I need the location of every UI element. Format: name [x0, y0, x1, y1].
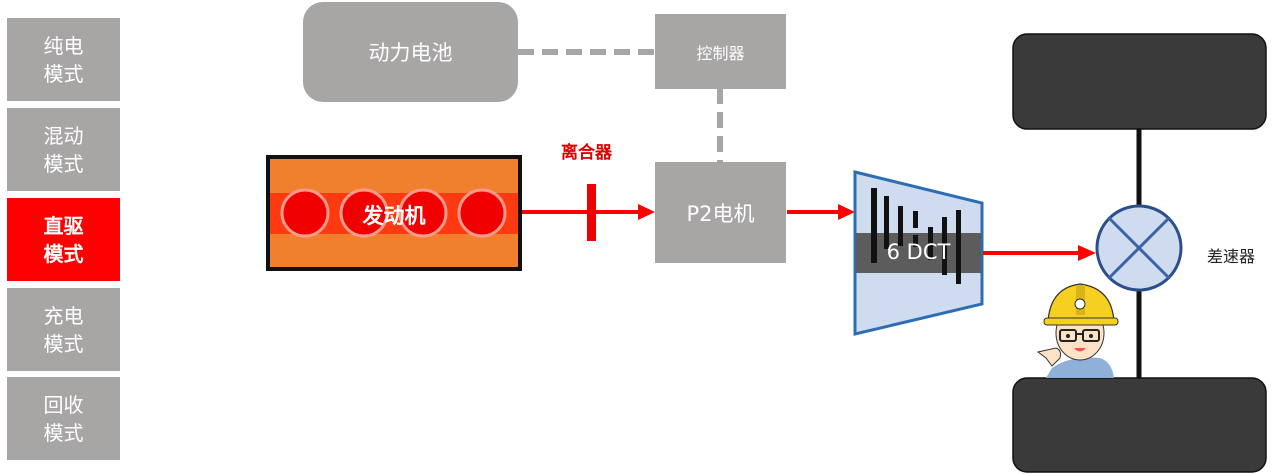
controller-box: 控制器 — [655, 14, 786, 89]
controller-label: 控制器 — [696, 43, 745, 63]
p2-motor-box: P2电机 — [655, 162, 786, 263]
mode-label-line1: 直驱 — [43, 213, 84, 238]
clutch-icon — [587, 184, 596, 241]
transmission-icon — [853, 170, 984, 336]
engineer-mascot-icon — [1036, 283, 1119, 378]
wheel-top-icon — [1012, 33, 1267, 130]
mode-hybrid-button[interactable]: 混动 模式 — [7, 108, 120, 191]
arrowhead-icon — [638, 204, 655, 220]
mode-label-line2: 模式 — [43, 241, 84, 266]
mode-label-line2: 模式 — [43, 331, 84, 356]
battery-label: 动力电池 — [368, 41, 453, 65]
transmission-label: 6 DCT — [886, 240, 951, 264]
mode-charging-button[interactable]: 充电 模式 — [7, 288, 120, 371]
engine-icon — [266, 155, 522, 271]
engine-label: 发动机 — [362, 204, 426, 228]
wheel-bottom-icon — [1012, 377, 1267, 473]
differential-icon — [1095, 204, 1183, 292]
mode-label-line1: 混动 — [43, 123, 84, 148]
mode-label-line2: 模式 — [43, 420, 84, 445]
arrowhead-icon — [838, 204, 855, 220]
mode-label-line1: 纯电 — [43, 33, 84, 58]
clutch-label: 离合器 — [561, 143, 612, 163]
differential-label: 差速器 — [1207, 247, 1256, 266]
mode-regeneration-button[interactable]: 回收 模式 — [7, 377, 120, 460]
mode-label-line2: 模式 — [43, 61, 84, 86]
battery-box: 动力电池 — [303, 2, 518, 102]
mode-label-line1: 充电 — [43, 303, 84, 328]
mode-label-line1: 回收 — [43, 392, 84, 417]
mode-label-line2: 模式 — [43, 151, 84, 176]
mode-direct-drive-button[interactable]: 直驱 模式 — [7, 198, 120, 281]
p2-motor-label: P2电机 — [686, 201, 755, 226]
mode-pure-electric-button[interactable]: 纯电 模式 — [7, 18, 120, 101]
arrowhead-icon — [1078, 245, 1096, 261]
